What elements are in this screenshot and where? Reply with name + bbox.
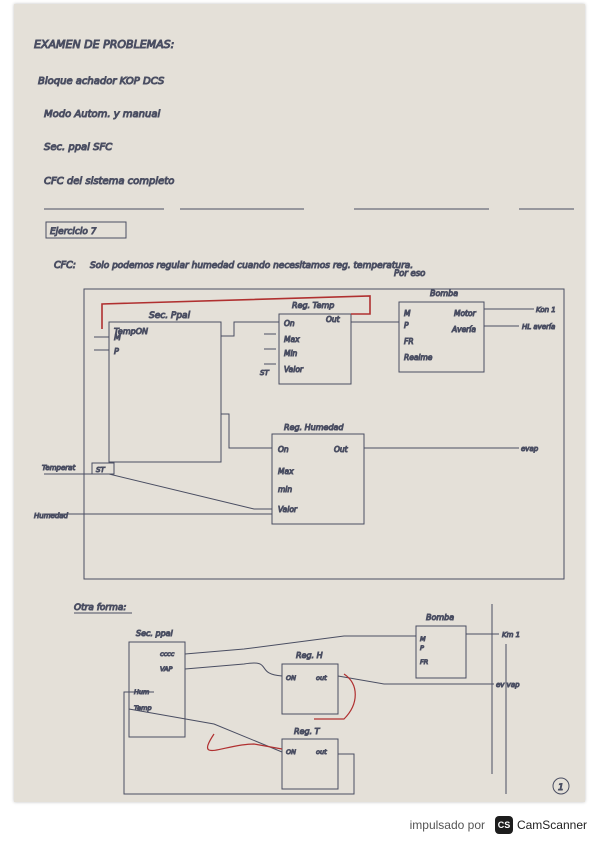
camscanner-brand: CamScanner <box>516 818 587 832</box>
red-wire <box>207 733 283 752</box>
sec-ppal2-block <box>128 641 186 738</box>
scanner-footer: impulsado por CS CamScanner <box>0 810 599 848</box>
reg-t-block <box>281 738 339 790</box>
sec-ppal-title: Sec. Ppal <box>149 311 191 321</box>
camscanner-badge: CS CamScanner <box>494 814 587 836</box>
sec-ppal-pin-m: M <box>114 333 121 342</box>
bomba-out-averia: Avería <box>451 325 476 334</box>
reg-h-out: out <box>316 674 327 682</box>
output-hl-averia: HL avería <box>522 323 555 331</box>
bomba-block <box>398 301 485 373</box>
reg-h-in: ON <box>286 674 296 682</box>
input-st-box <box>91 462 115 475</box>
camscanner-logo-icon: CS <box>494 816 513 834</box>
cfc-note: Solo podemos regular humedad cuando nece… <box>90 261 413 271</box>
reg-temp-in-min: Min <box>284 349 298 358</box>
exercise-label: Ejercicio 7 <box>50 227 97 237</box>
wire <box>123 691 355 795</box>
paper-sheet: EXAMEN DE PROBLEMAS: Bloque achador KOP … <box>14 4 585 802</box>
reg-temp-arrows <box>264 333 276 365</box>
reg-temp-in-on: On <box>284 319 295 328</box>
bomba2-in-p: P <box>420 644 424 652</box>
page-number-circle <box>552 777 570 795</box>
header-line-3: Sec. ppal SFC <box>44 142 112 153</box>
reg-hum-in-max: Max <box>278 467 294 476</box>
bomba-out-motor: Motor <box>454 309 477 318</box>
sec-ppal-block <box>108 321 222 463</box>
wire <box>221 413 272 449</box>
bomba-title: Bomba <box>430 289 458 298</box>
output-kon1: Kon 1 <box>536 306 556 314</box>
reg-temp-in-valor: Valor <box>284 365 304 374</box>
reg-t-in: ON <box>286 748 296 756</box>
wire <box>184 662 283 677</box>
reg-hum-out: Out <box>334 445 349 454</box>
footer-text: impulsado por <box>409 818 485 832</box>
red-wire <box>314 673 356 720</box>
output-km1: Km 1 <box>502 631 520 639</box>
other-way-label: Otra forma: <box>74 603 126 613</box>
reg-temp-in-max: Max <box>284 335 300 344</box>
sec-ppal2-pin-temp: Temp <box>134 704 152 712</box>
input-st: ST <box>96 466 105 474</box>
reg-humedad-title: Reg. Humedad <box>284 423 344 432</box>
output-evvap: ev vap <box>496 681 520 689</box>
wire <box>184 635 416 655</box>
input-temperat: Temperat <box>42 464 75 472</box>
wire <box>128 708 283 753</box>
bomba-in-m: M <box>404 309 411 318</box>
reg-temp-title: Reg. Temp <box>292 301 334 310</box>
header-line-2: Modo Autom. y manual <box>44 109 160 120</box>
input-humedad: Humedad <box>34 512 69 520</box>
reg-hum-in-on: On <box>278 445 289 454</box>
header-line-1: Bloque achador KOP DCS <box>38 76 165 87</box>
red-feedback-line <box>101 295 371 329</box>
sec-ppal2-pin-cccc: cccc <box>160 650 175 658</box>
reg-humedad-block <box>271 433 365 525</box>
reg-temp-out: Out <box>326 315 341 324</box>
wire <box>44 473 272 510</box>
reg-temp-block <box>278 313 352 385</box>
reg-temp-tag: ST <box>260 369 269 377</box>
bomba-in-reaime: Reaime <box>404 353 433 362</box>
exam-title: EXAMEN DE PROBLEMAS: <box>34 38 174 51</box>
header-line-4: CFC del sistema completo <box>44 176 174 187</box>
sec-ppal-pin-tempon: TempON <box>114 327 148 336</box>
sec-ppal2-title: Sec. ppal <box>136 629 174 638</box>
wire <box>337 675 494 685</box>
cfc-label: CFC: <box>54 260 76 271</box>
exercise-box <box>45 221 127 239</box>
reg-hum-in-min: min <box>278 485 292 494</box>
reg-h-block <box>281 663 339 715</box>
bomba-in-p: P <box>404 321 409 330</box>
reg-hum-in-valor: Valor <box>278 505 298 514</box>
bomba-in-fr: FR <box>404 337 414 346</box>
bomba2-in-m: M <box>420 635 426 643</box>
page-number: 1 <box>558 783 564 793</box>
diagram1-frame <box>83 288 565 580</box>
bomba2-title: Bomba <box>426 613 454 622</box>
reg-t-out: out <box>316 748 327 756</box>
reg-t-title: Reg. T <box>294 727 321 736</box>
reg-h-title: Reg. H <box>296 651 323 660</box>
wire <box>221 321 279 337</box>
output-evap: evap <box>521 445 539 453</box>
bomba2-in-fr: FR <box>420 658 428 666</box>
sec-ppal-pin-p: P <box>114 347 119 356</box>
bomba2-block <box>415 625 467 679</box>
sec-ppal2-pin-vap: VAP <box>160 665 172 673</box>
red-note: Por eso <box>394 269 425 279</box>
